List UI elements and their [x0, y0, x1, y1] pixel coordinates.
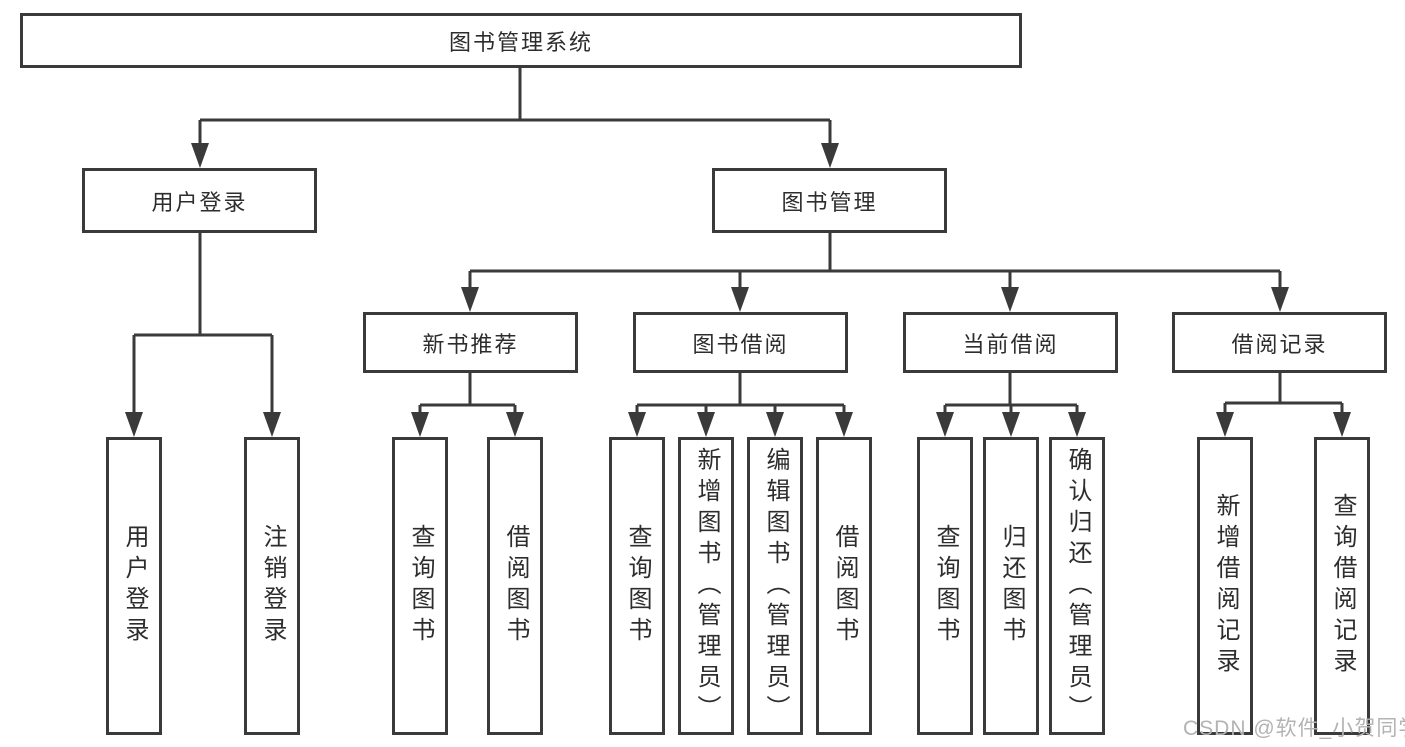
leaf-user-login: 用户登录 [106, 437, 162, 735]
node-label: 当前借阅 [962, 331, 1059, 357]
arrowheads [125, 143, 1351, 437]
leaf-label: 新增图书（管理员） [693, 446, 720, 726]
leaf-confirm-return-admin: 确认归还（管理员） [1049, 437, 1105, 735]
node-label: 新书推荐 [422, 331, 519, 357]
node-label: 图书管理 [781, 189, 878, 215]
leaf-logout-login: 注销登录 [244, 437, 300, 735]
leaf-return-books: 归还图书 [983, 437, 1039, 735]
leaf-query-books-recommend: 查询图书 [392, 437, 448, 735]
node-book-management: 图书管理 [712, 168, 947, 233]
leaf-label: 新增借阅记录 [1212, 493, 1239, 679]
leaf-query-books-borrowing: 查询图书 [609, 437, 665, 735]
node-library-management-system: 图书管理系统 [20, 13, 1022, 68]
node-borrowing-records: 借阅记录 [1172, 312, 1387, 373]
node-user-login: 用户登录 [82, 168, 317, 233]
leaf-label: 借阅图书 [502, 524, 529, 648]
leaf-borrow-books-borrowing: 借阅图书 [816, 437, 872, 735]
leaf-label: 查询图书 [624, 524, 651, 648]
leaf-query-borrow-record: 查询借阅记录 [1314, 437, 1370, 735]
node-label: 借阅记录 [1231, 331, 1328, 357]
leaf-label: 归还图书 [998, 524, 1025, 648]
leaf-label: 注销登录 [259, 524, 286, 648]
csdn-watermark: CSDN @软件_小贺同学 [1183, 717, 1405, 740]
leaf-add-borrow-record: 新增借阅记录 [1197, 437, 1253, 735]
node-label: 图书管理系统 [448, 29, 593, 55]
node-new-book-recommendation: 新书推荐 [363, 312, 578, 373]
leaf-borrow-books-recommend: 借阅图书 [487, 437, 543, 735]
leaf-label: 查询借阅记录 [1329, 493, 1356, 679]
leaf-query-books-current: 查询图书 [917, 437, 973, 735]
leaf-label: 用户登录 [121, 524, 148, 648]
leaf-label: 确认归还（管理员） [1064, 446, 1091, 726]
node-book-borrowing: 图书借阅 [633, 312, 848, 373]
node-label: 图书借阅 [692, 331, 789, 357]
leaf-label: 编辑图书（管理员） [762, 446, 789, 726]
leaf-label: 查询图书 [932, 524, 959, 648]
node-current-borrowing: 当前借阅 [903, 312, 1118, 373]
leaf-add-books-admin: 新增图书（管理员） [678, 437, 734, 735]
leaf-edit-books-admin: 编辑图书（管理员） [747, 437, 803, 735]
leaf-label: 借阅图书 [831, 524, 858, 648]
node-label: 用户登录 [151, 189, 248, 215]
leaf-label: 查询图书 [407, 524, 434, 648]
